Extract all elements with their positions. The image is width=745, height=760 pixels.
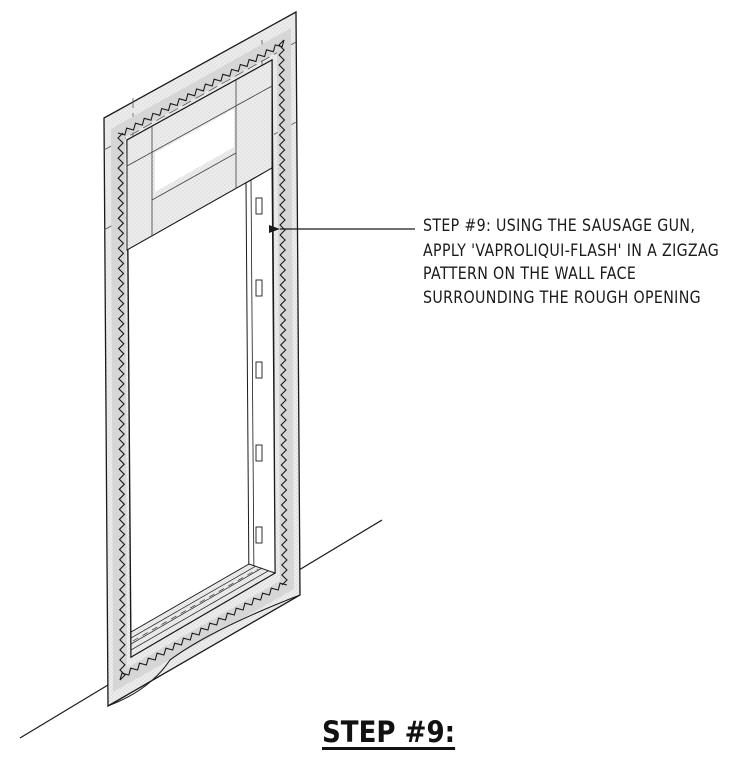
callout-text-line-2: APPLY 'VAPROLIQUI-FLASH' IN A ZIGZAG [423,241,720,260]
zigzag-flash-border [110,28,295,693]
sill [130,563,277,658]
callout-text-line-1: STEP #9: USING THE SAUSAGE GUN, [423,216,696,235]
jamb-block [255,444,263,462]
jamb-block [255,197,263,215]
zigzag-flash-segment [117,132,126,681]
callout-text-line-4: SURROUNDING THE ROUGH OPENING [423,288,702,307]
head-panel-lines [126,80,273,236]
step-title: STEP #9: [322,715,456,749]
callout-text-line-3: PATTERN ON THE WALL FACE [423,264,637,283]
panel-bottom-edge [107,594,301,707]
head-window [155,109,234,192]
zigzag-flash-segment [278,39,288,586]
sill-dashes [132,568,259,642]
jamb-block [255,361,263,379]
zigzag-flash-segment [117,39,285,136]
jamb-block [255,526,263,544]
sill-lines [130,565,269,651]
jamb-blocks [255,197,263,544]
jamb-inner-edge [250,179,255,585]
jamb-block [255,279,263,297]
zigzag-flash-segment [119,582,288,681]
